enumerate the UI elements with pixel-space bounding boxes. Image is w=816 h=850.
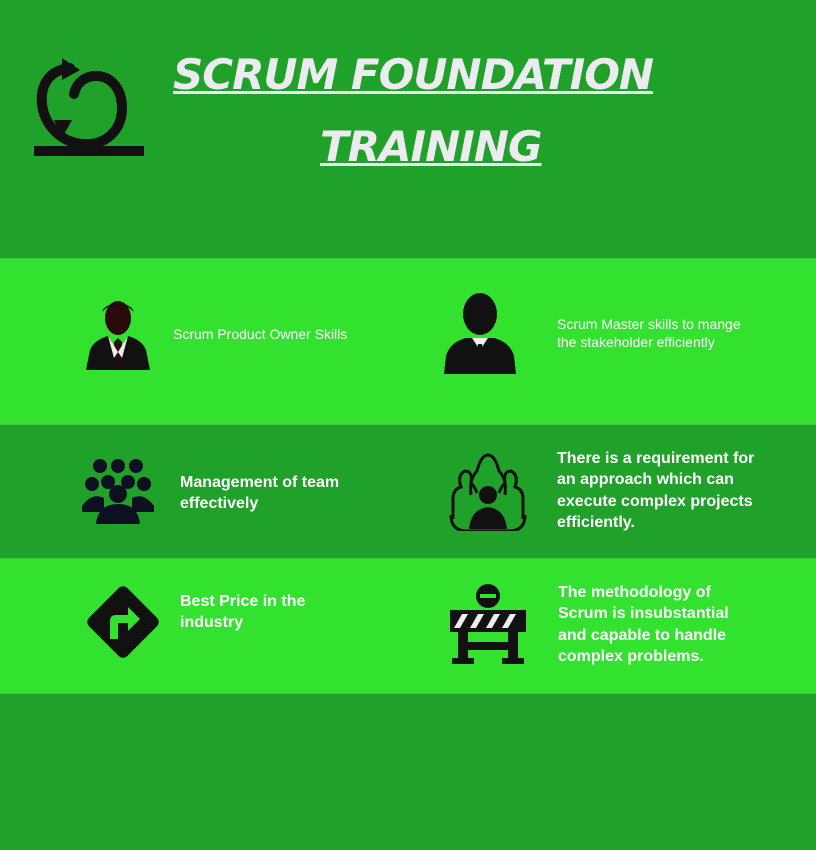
- page-title-line-2: TRAINING: [320, 122, 543, 171]
- feature-text-best-price: Best Price in the industry: [180, 593, 306, 632]
- scrum-master-icon: [444, 293, 516, 374]
- road-barrier-icon: [450, 584, 526, 664]
- feature-text-product-owner: Scrum Product Owner Skills: [173, 326, 348, 342]
- turn-right-sign-icon: [87, 586, 159, 658]
- scrum-cycle-icon: [34, 58, 144, 156]
- feature-text-scrum-master: Scrum Master skills to mange the stakeho…: [557, 316, 741, 351]
- feature-text-complex-projects: There is a requirement for an approach w…: [557, 450, 755, 531]
- team-leader-icon: [449, 453, 527, 531]
- page-title-line-1: SCRUM FOUNDATION: [173, 50, 654, 99]
- feature-text-team-management: Management of team effectively: [180, 474, 340, 513]
- feature-text-methodology: The methodology of Scrum is insubstantia…: [558, 584, 729, 665]
- product-owner-icon: [86, 301, 150, 370]
- team-group-icon: [82, 459, 154, 524]
